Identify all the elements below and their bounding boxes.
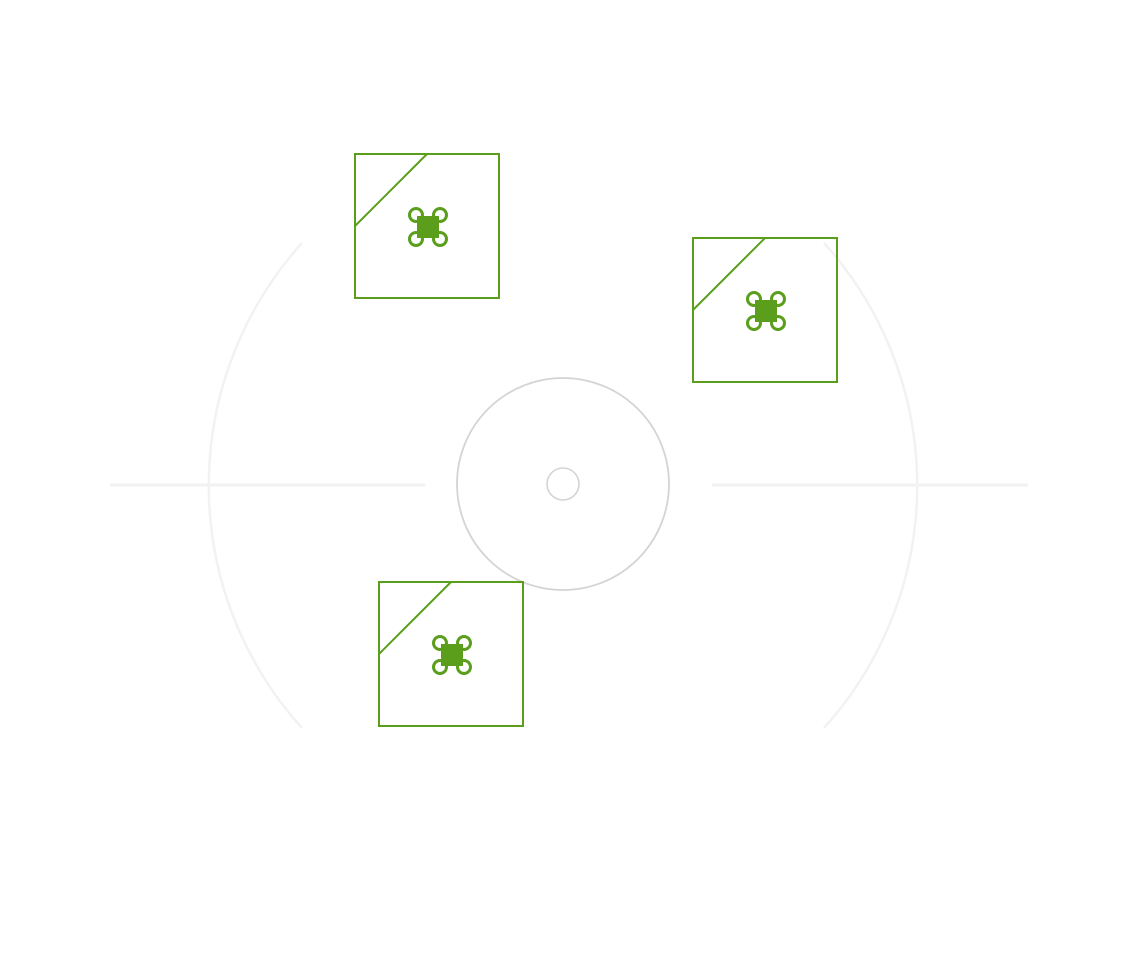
drone-marker-1[interactable]	[354, 153, 500, 299]
quadcopter-icon	[746, 291, 786, 331]
inner-range-ring	[456, 377, 670, 591]
drone-marker-3[interactable]	[378, 581, 524, 727]
home-point-icon[interactable]	[546, 467, 580, 501]
drone-heading-line	[378, 581, 452, 655]
drone-heading-line	[354, 153, 428, 227]
quadcopter-icon	[408, 207, 448, 247]
drone-marker-2[interactable]	[692, 237, 838, 383]
drone-heading-line	[692, 237, 766, 311]
quadcopter-icon	[432, 635, 472, 675]
